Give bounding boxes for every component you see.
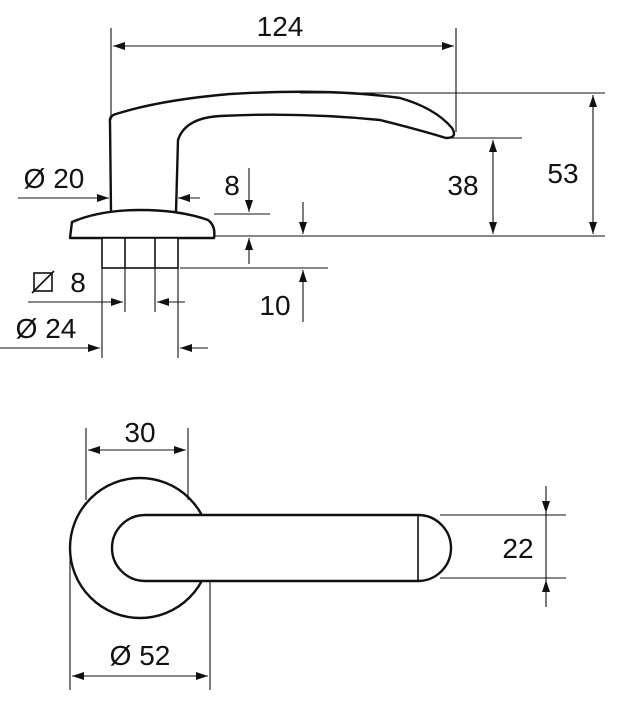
dim-height-lever-label: 38: [447, 170, 478, 201]
lever-top: [110, 513, 453, 583]
square-symbol-icon: [31, 270, 55, 294]
dim-width: 22: [440, 486, 566, 607]
rose: [68, 208, 216, 240]
dim-rose-diameter-label: Ø 52: [110, 640, 171, 671]
dim-spindle-square: 8: [28, 267, 185, 312]
dim-offset: 30: [85, 417, 189, 500]
dim-neck-diameter-label: Ø 20: [24, 163, 85, 194]
shank: [101, 237, 179, 269]
dim-height-total-label: 53: [547, 158, 578, 189]
dim-shank-diameter: Ø 24: [0, 268, 208, 358]
dim-shank-length-label: 10: [259, 290, 290, 321]
dim-length: 124: [110, 11, 457, 132]
dim-neck-diameter: Ø 20: [18, 163, 200, 202]
dim-shank-diameter-label: Ø 24: [16, 313, 77, 344]
top-view: 30 22 Ø 52: [68, 417, 566, 690]
dim-width-label: 22: [502, 533, 533, 564]
dim-rose-diameter: Ø 52: [69, 548, 211, 690]
dim-length-label: 124: [257, 11, 304, 42]
lever-handle: [108, 90, 456, 214]
dim-rose-thickness: 8: [214, 168, 270, 264]
side-view: 124 53 38 Ø 20 8: [0, 11, 605, 358]
dim-shank-length: 10: [180, 202, 328, 322]
dim-offset-label: 30: [124, 417, 155, 448]
dim-heights: 53 38: [214, 92, 605, 237]
dim-spindle-square-label: 8: [70, 267, 86, 298]
dim-rose-thickness-label: 8: [224, 170, 240, 201]
